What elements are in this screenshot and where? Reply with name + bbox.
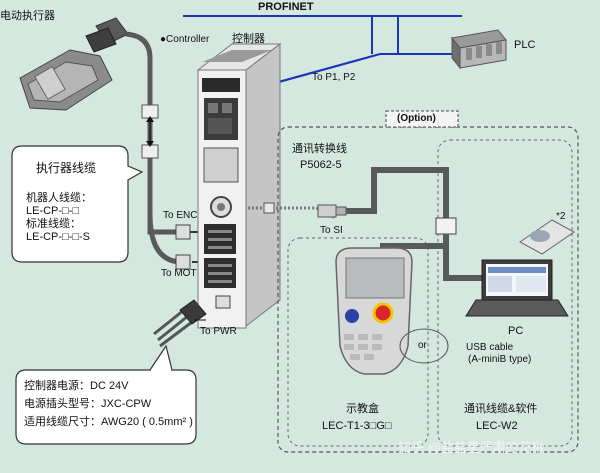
to-p1p2-label: To P1, P2	[312, 72, 356, 83]
comm-cable-model: P5062-5	[300, 159, 342, 171]
software-label-cn: 通讯线缆&软件	[464, 403, 538, 415]
electric-actuator-image	[19, 17, 129, 111]
controller-label-cn: 控制器	[232, 33, 265, 45]
controller-label-en: ●Controller	[160, 34, 210, 45]
profinet-label: PROFINET	[258, 1, 314, 13]
software-cd-image	[519, 219, 575, 255]
cable-callout-title: 执行器线缆	[36, 161, 97, 175]
watermark-text: 知乎 @盐盐星严肃的花楸	[398, 440, 545, 455]
power-spec-line-2: 电源插头型号：JXC-CPW	[24, 398, 152, 410]
option-label: (Option)	[397, 113, 436, 124]
pendant-model: LEC-T1-3□G□	[322, 420, 392, 432]
plc-icon	[451, 29, 507, 70]
pendant-group	[287, 237, 429, 447]
pendant-label-cn: 示教盒	[346, 403, 379, 415]
teaching-pendant-image	[335, 247, 413, 375]
std-cable-label: 标准线缆：	[26, 218, 81, 230]
pc-label: PC	[508, 325, 524, 337]
controller-unit	[196, 42, 282, 329]
pendant-cable	[346, 167, 449, 222]
software-group	[437, 139, 573, 447]
actuator-label: 电动执行器	[0, 10, 55, 22]
usb-cable-label: USB cable	[466, 342, 514, 353]
power-spec-line-1: 控制器电源：DC 24V	[24, 380, 129, 392]
or-label: or	[418, 340, 427, 351]
pc-laptop-image	[465, 259, 569, 317]
note-2-label: *2	[556, 211, 566, 222]
power-spec-line-3: 适用线缆尺寸：AWG20 ( 0.5mm² )	[24, 416, 193, 428]
option-tag	[385, 110, 459, 128]
to-mot-label: To MOT	[161, 268, 197, 279]
actuator-cable	[125, 31, 153, 214]
robot-cable-label: 机器人线缆：	[26, 192, 92, 204]
power-connector-image	[153, 299, 207, 348]
robot-cable-model: LE-CP-□-□	[26, 205, 80, 217]
usb-type-label: (A-miniB type)	[468, 354, 532, 365]
usb-cable	[443, 234, 482, 281]
comm-cable-label: 通讯转换线	[292, 143, 347, 155]
or-ellipse	[399, 328, 449, 364]
to-si-label: To SI	[320, 225, 343, 236]
to-pwr-label: To PWR	[200, 326, 237, 337]
to-enc-label: To ENC	[163, 210, 198, 221]
plc-label: PLC	[514, 39, 536, 51]
software-model: LEC-W2	[476, 420, 518, 432]
std-cable-model: LE-CP-□-□-S	[26, 231, 91, 243]
